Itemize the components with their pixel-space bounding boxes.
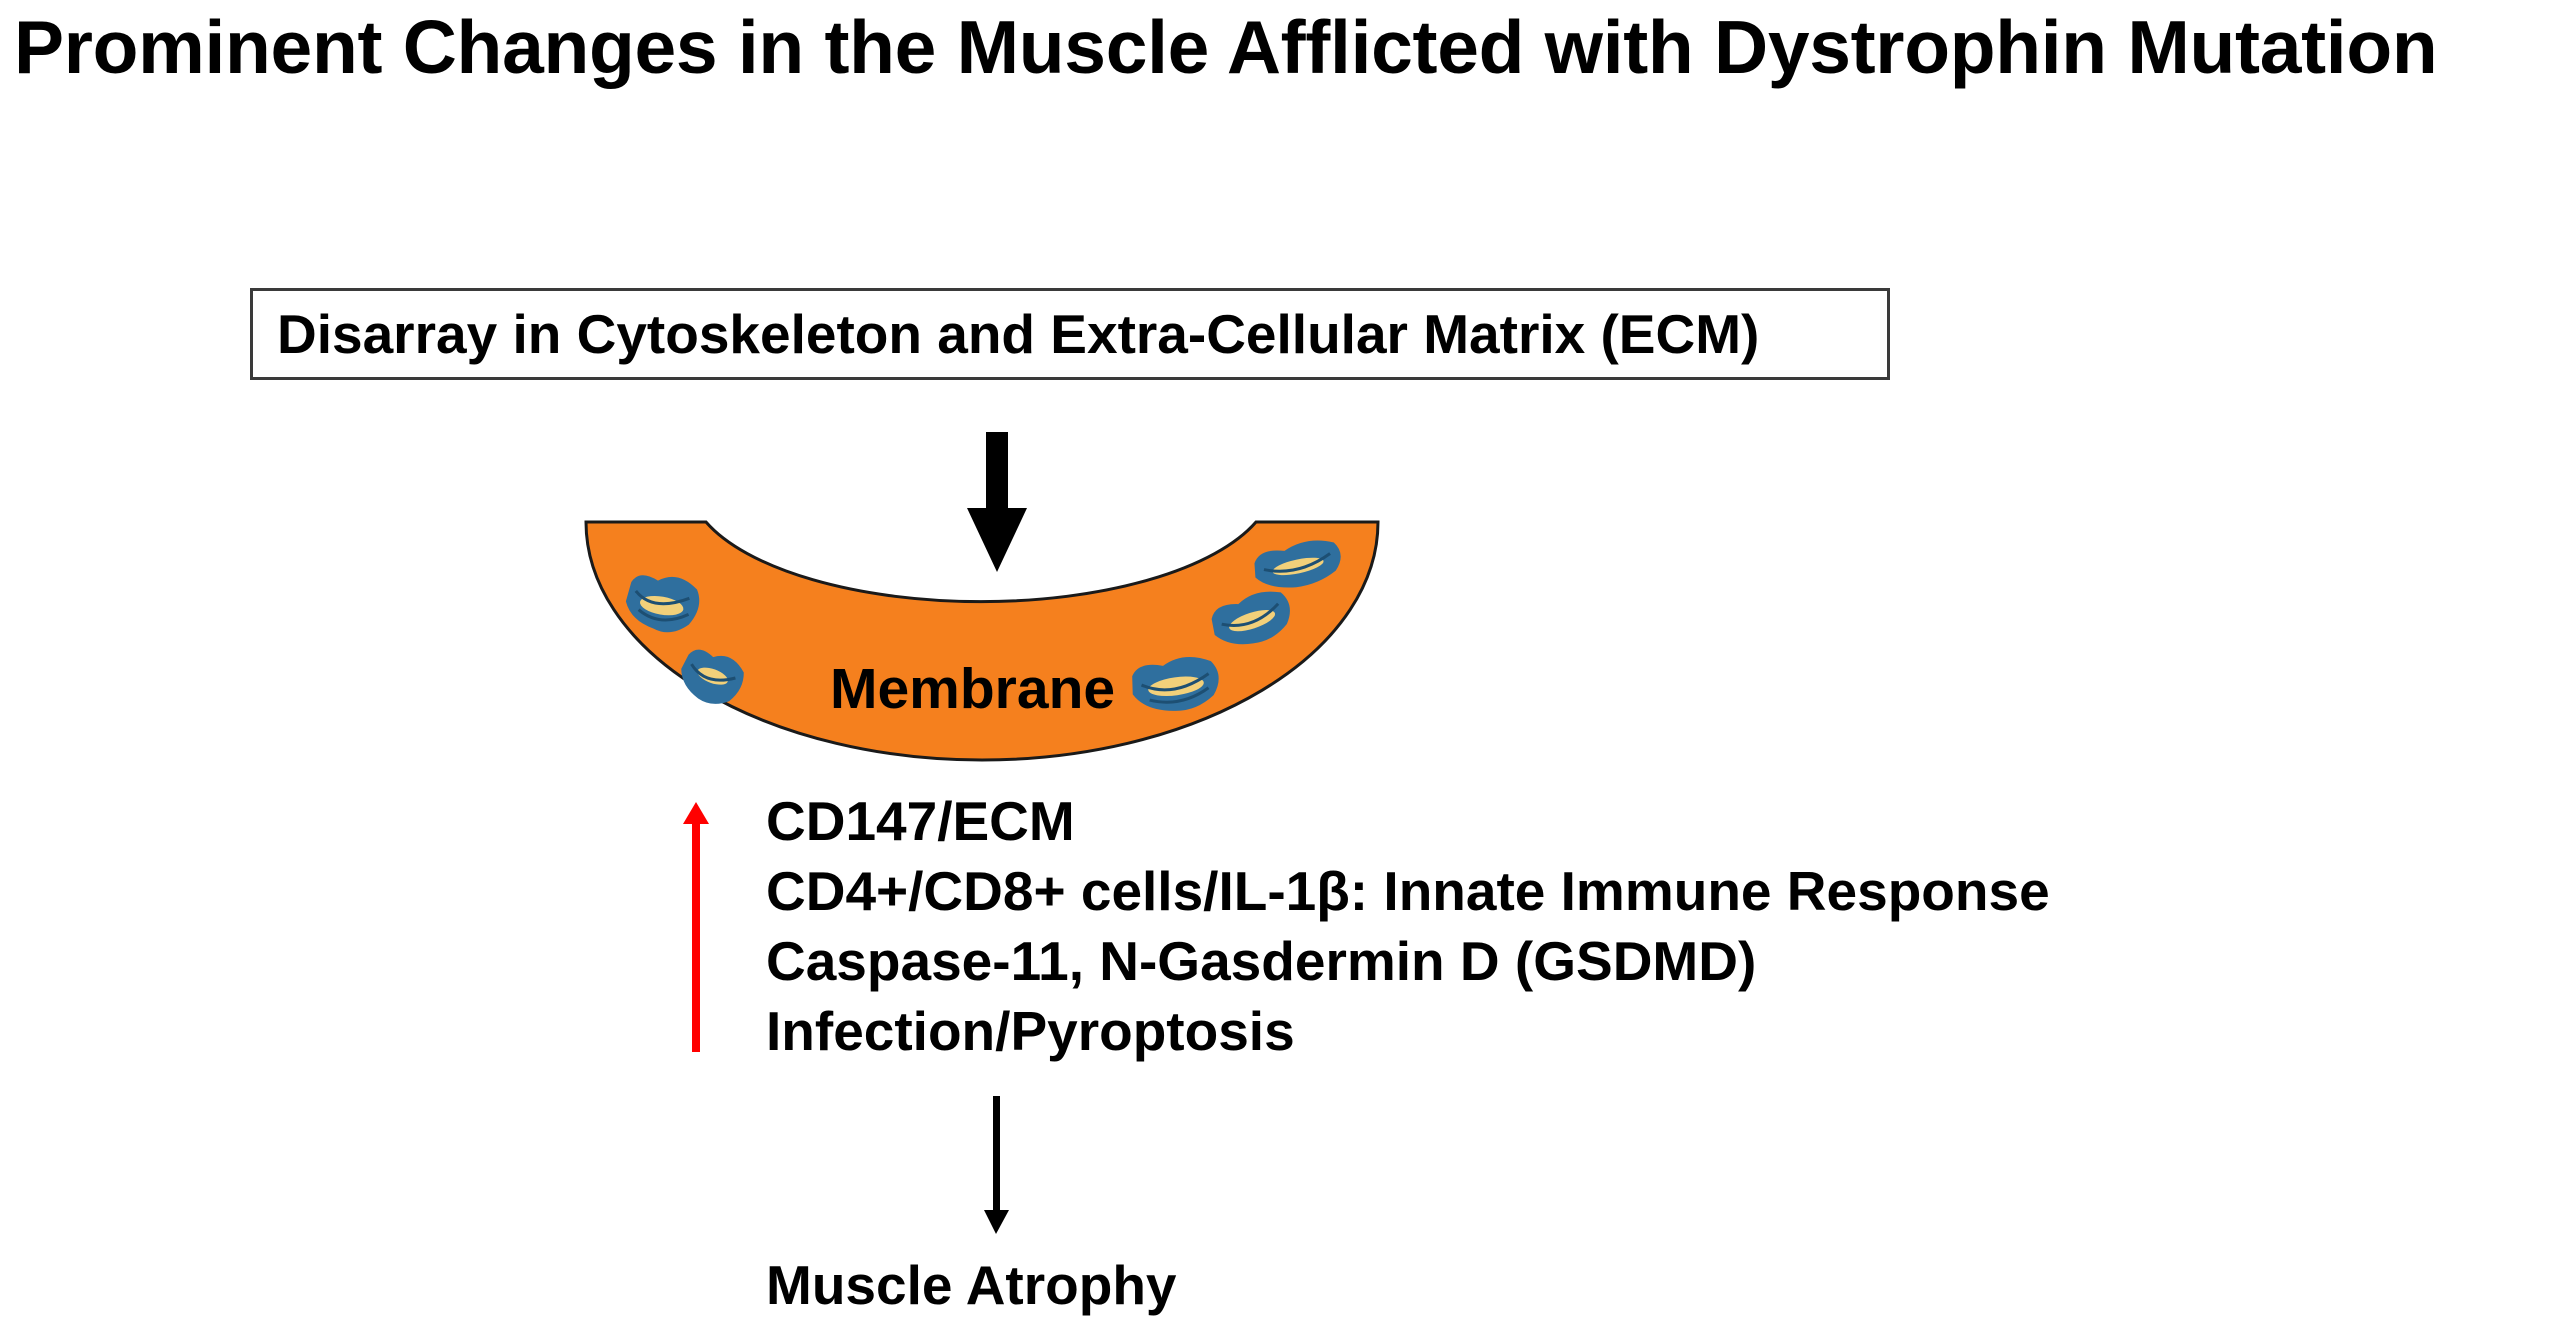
- protein-icon: [625, 575, 700, 633]
- down-arrow-to-outcome: [984, 1096, 1009, 1234]
- diagram-title: Prominent Changes in the Muscle Afflicte…: [14, 5, 2438, 89]
- protein-icon: [1211, 591, 1290, 645]
- protein-icon: [1132, 657, 1219, 711]
- cause-box-label: Disarray in Cytoskeleton and Extra-Cellu…: [277, 303, 1760, 365]
- factor-item: CD4+/CD8+ cells/IL-1β: Innate Immune Res…: [766, 860, 2050, 922]
- outcome-label: Muscle Atrophy: [766, 1254, 1177, 1316]
- protein-icon: [1254, 540, 1341, 588]
- factor-item: Infection/Pyroptosis: [766, 1000, 1295, 1062]
- membrane-label: Membrane: [830, 657, 1116, 721]
- factor-item: CD147/ECM: [766, 790, 1075, 852]
- cause-box: Disarray in Cytoskeleton and Extra-Cellu…: [250, 288, 1890, 380]
- factor-item: Caspase-11, N-Gasdermin D (GSDMD): [766, 930, 1757, 992]
- protein-icon: [681, 649, 744, 704]
- up-arrow-red: [683, 802, 709, 1052]
- down-arrow-to-membrane: [967, 432, 1027, 572]
